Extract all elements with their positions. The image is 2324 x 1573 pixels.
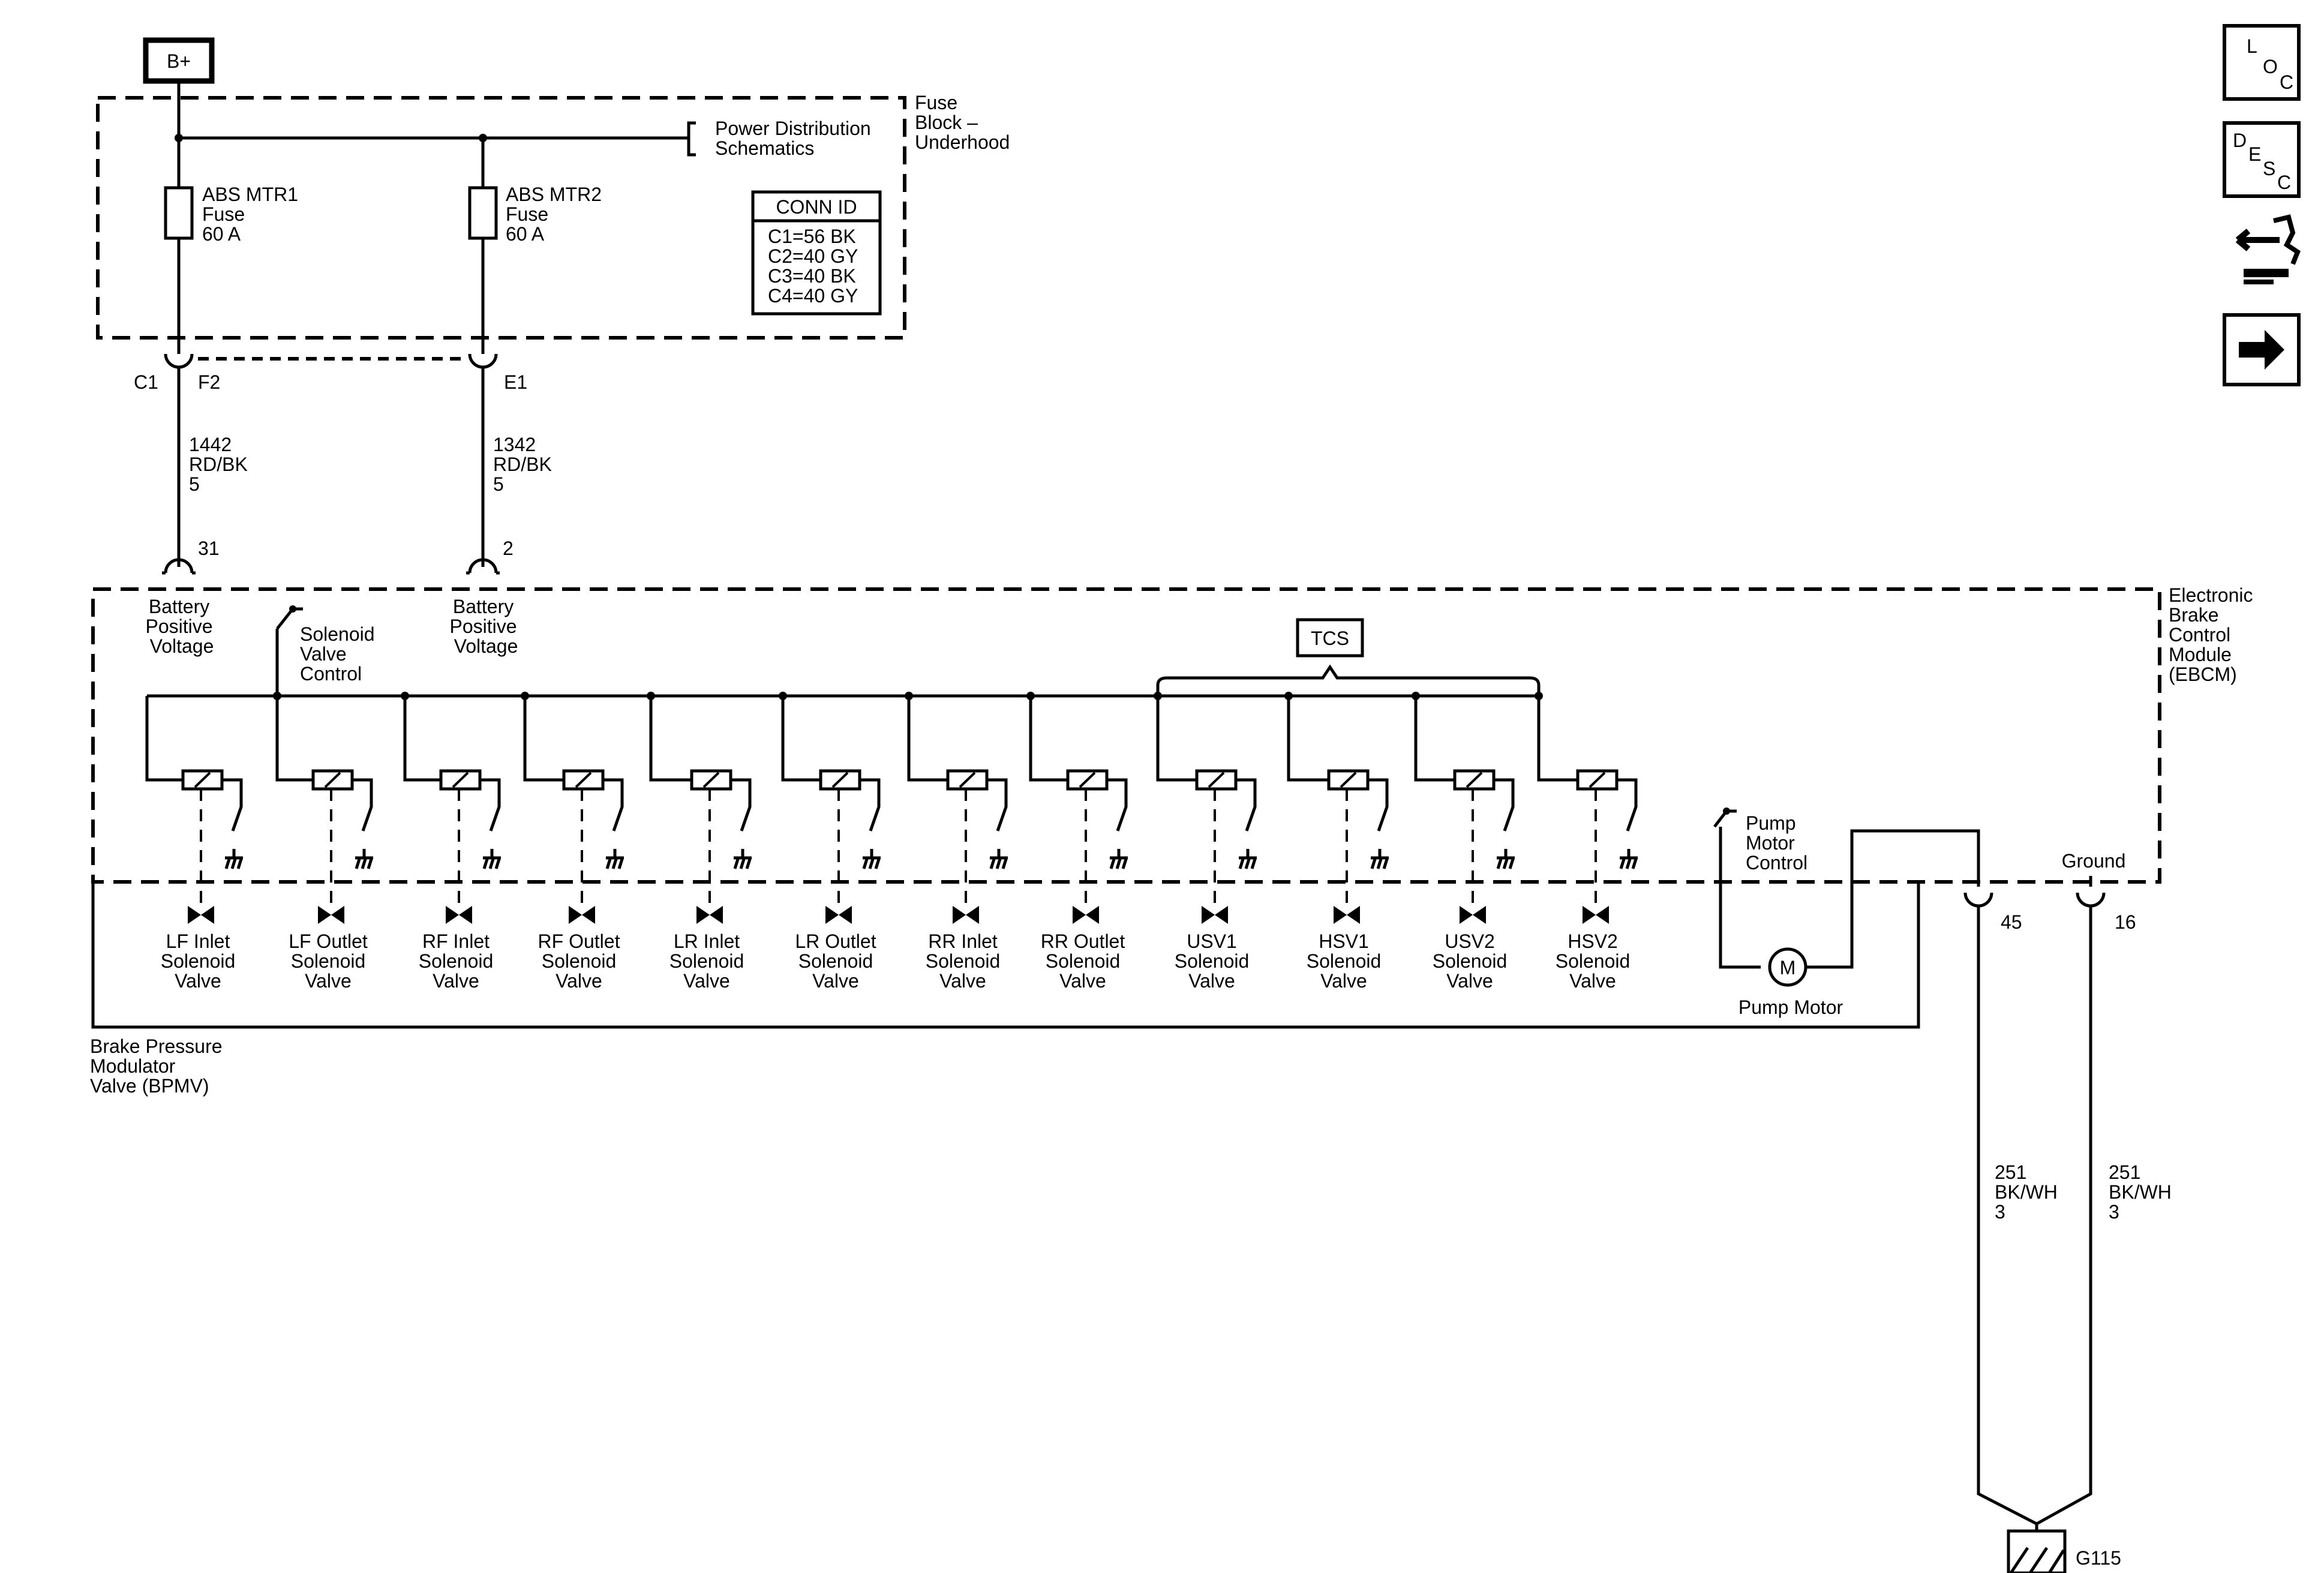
pin-45 [1963, 892, 1993, 908]
desc-button[interactable]: D E S C [2223, 121, 2301, 198]
pin-45-label: 45 [2001, 911, 2022, 933]
bpv1-label: Battery Positive Voltage [146, 596, 218, 657]
ebcm-label: Electronic Brake Control Module (EBCM) [2169, 584, 2258, 685]
valve-symbol [696, 906, 723, 924]
bpmv-outline [91, 882, 1920, 1029]
valve-symbol [446, 906, 472, 924]
wire-251-b: 251 BK/WH 3 [2109, 1161, 2177, 1223]
desc-d: D [2233, 130, 2247, 151]
ground-g115-symbol [2007, 1524, 2067, 1573]
pump-motor-control-label: Pump Motor Control [1746, 812, 1807, 873]
connector-c1-label: C1 [134, 371, 158, 393]
valve-symbol [1460, 906, 1486, 924]
loc-c: C [2280, 71, 2293, 93]
tcs-label: TCS [1311, 628, 1349, 649]
pin-16-label: 16 [2115, 911, 2136, 933]
bpv2-label: Battery Positive Voltage [450, 596, 523, 657]
wire-251-a: 251 BK/WH 3 [1995, 1161, 2063, 1223]
loc-l: L [2247, 35, 2257, 57]
valve-symbol [318, 906, 344, 924]
solenoid-valve-control-label: Solenoid Valve Control [300, 623, 380, 685]
connector-end-view-icon[interactable] [2235, 214, 2301, 284]
connector-f2 [164, 353, 194, 369]
valve-symbol [1583, 906, 1609, 924]
conn-id-list: C1=56 BK C2=40 GY C3=40 BK C4=40 GY [768, 226, 863, 307]
battery-label: B+ [167, 50, 191, 72]
valve-symbol [1202, 906, 1228, 924]
desc-s: S [2263, 158, 2275, 179]
solenoid-valve-control-switch [276, 607, 303, 630]
arrow-right-icon [2239, 330, 2284, 370]
fuse1-label: ABS MTR1 Fuse 60 A [202, 184, 304, 245]
connector-e1-label: E1 [504, 371, 527, 393]
fuse-block-label: Fuse Block – Underhood [915, 92, 1010, 153]
ground-g115-label: G115 [2076, 1547, 2121, 1569]
pin-2-label: 2 [503, 538, 514, 559]
valve-symbol [953, 906, 979, 924]
fuse-block-border [96, 96, 906, 340]
connector-e1 [468, 353, 498, 369]
fuse-abs-mtr2 [468, 186, 498, 240]
valve-symbol [188, 906, 214, 924]
valve-symbol [825, 906, 852, 924]
ebcm-border [91, 587, 2161, 884]
pump-motor-label: Pump Motor [1739, 996, 1843, 1018]
connector-f2-label: F2 [198, 371, 220, 393]
tcs-box [1296, 618, 1364, 658]
desc-c: C [2277, 172, 2291, 193]
power-distribution-ref[interactable]: Power Distribution Schematics [715, 118, 876, 159]
next-page-button[interactable] [2223, 313, 2301, 386]
wire-1342: 1342 RD/BK 5 [493, 434, 557, 495]
valve-symbol [1334, 906, 1360, 924]
fuse2-label: ABS MTR2 Fuse 60 A [506, 184, 607, 245]
pump-motor-m: M [1780, 957, 1796, 978]
ground-label: Ground [2062, 850, 2126, 872]
wire-1442: 1442 RD/BK 5 [189, 434, 253, 495]
solenoid-coil [311, 769, 354, 791]
pin-31-label: 31 [198, 538, 220, 559]
valve-symbol [1073, 906, 1099, 924]
valve-symbol [569, 906, 595, 924]
tcs-bracket [1156, 664, 1541, 696]
conn-id-title: CONN ID [776, 196, 857, 218]
bpmv-label: Brake Pressure Modulator Valve (BPMV) [90, 1035, 227, 1097]
fuse-abs-mtr1 [164, 186, 194, 240]
desc-e: E [2248, 143, 2261, 165]
loc-o: O [2263, 56, 2278, 77]
conn-id-table [751, 190, 882, 316]
loc-button[interactable]: L O C [2223, 24, 2301, 101]
power-distribution-ref-bracket [687, 121, 696, 157]
pin-16 [2076, 892, 2106, 908]
